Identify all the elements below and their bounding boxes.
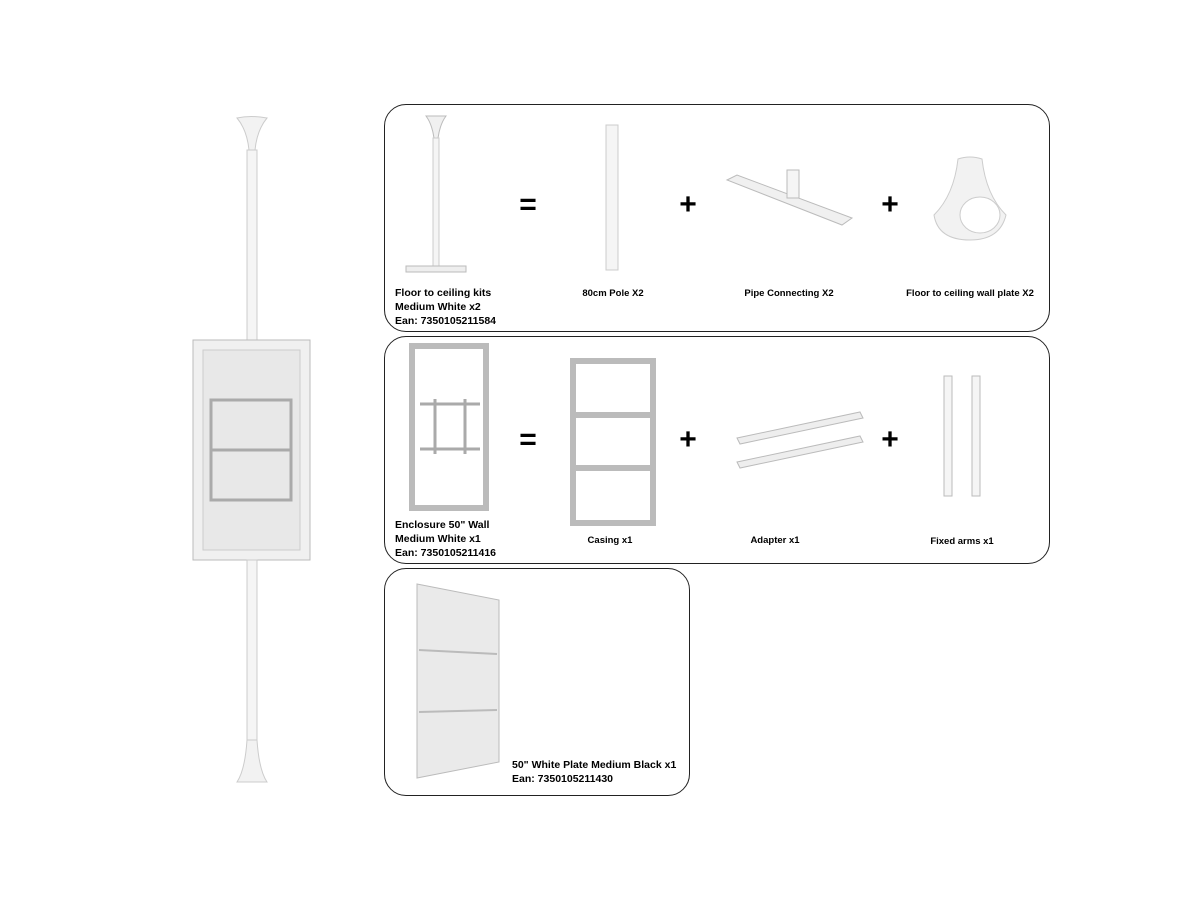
kit2-name-line2: Medium White x1 bbox=[395, 533, 481, 545]
plus-sign: + bbox=[679, 188, 697, 221]
part-wall-plate-label: Floor to ceiling wall plate X2 bbox=[906, 288, 1034, 299]
plus-sign: + bbox=[881, 423, 899, 456]
part-fixed-arms-label: Fixed arms x1 bbox=[930, 536, 994, 547]
fixed-arms-image bbox=[943, 375, 981, 497]
plus-sign: + bbox=[679, 423, 697, 456]
kit3-name-line1: 50" White Plate Medium Black x1 bbox=[512, 759, 677, 771]
kit1-name-line1: Floor to ceiling kits bbox=[395, 287, 492, 299]
assembled-floor-to-ceiling-display-image bbox=[192, 116, 311, 783]
part-casing-label: Casing x1 bbox=[587, 535, 633, 546]
kit2-ean: Ean: 7350105211416 bbox=[395, 547, 497, 559]
kit3-title: 50" White Plate Medium Black x1 Ean: 735… bbox=[512, 758, 676, 786]
part-pipe-connecting-label: Pipe Connecting X2 bbox=[744, 288, 834, 299]
white-plate-image bbox=[416, 583, 500, 779]
adapter-image bbox=[736, 411, 864, 469]
part-adapter-label: Adapter x1 bbox=[750, 535, 800, 546]
kit2-name-line1: Enclosure 50" Wall bbox=[395, 519, 490, 531]
kit1-ean: Ean: 7350105211584 bbox=[395, 315, 497, 327]
plus-sign: + bbox=[881, 188, 899, 221]
casing-image bbox=[570, 358, 656, 526]
kit3-ean: Ean: 7350105211430 bbox=[512, 773, 614, 785]
kit1-title: Floor to ceiling kits Medium White x2 Ea… bbox=[395, 286, 496, 328]
kit-enclosure-panel bbox=[384, 336, 1050, 564]
kit1-name-line2: Medium White x2 bbox=[395, 301, 481, 313]
enclosure-image bbox=[409, 343, 489, 511]
equals-sign: = bbox=[519, 188, 537, 221]
pole-image bbox=[605, 124, 619, 271]
pipe-connector-image bbox=[725, 169, 854, 226]
floor-to-ceiling-kit-image bbox=[405, 115, 467, 273]
wall-plate-image bbox=[933, 156, 1007, 241]
part-pole-label: 80cm Pole X2 bbox=[582, 288, 644, 299]
equals-sign: = bbox=[519, 423, 537, 456]
kit2-title: Enclosure 50" Wall Medium White x1 Ean: … bbox=[395, 518, 496, 560]
